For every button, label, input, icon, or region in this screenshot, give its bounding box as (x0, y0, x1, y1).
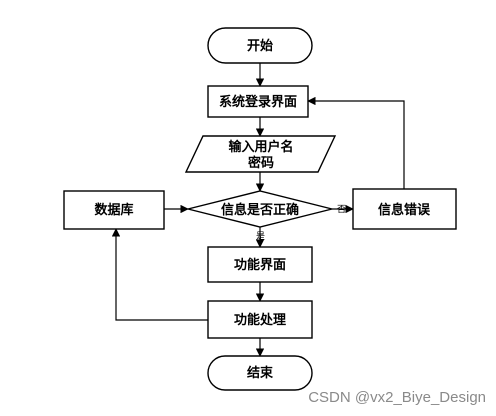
end-node: 结束 (207, 355, 313, 391)
input-node: 输入用户名 密码 (184, 135, 337, 173)
function-ui-node: 功能界面 (207, 246, 313, 283)
database-node: 数据库 (63, 190, 165, 230)
watermark-text: CSDN @vx2_Biye_Design (308, 389, 486, 406)
connectors (111, 63, 405, 357)
check-node: 信息是否正确 (187, 190, 333, 228)
error-label: 信息错误 (378, 202, 431, 218)
input-label-line2: 密码 (247, 155, 274, 171)
arrow-error-to-login (307, 96, 405, 189)
function-ui-label: 功能界面 (234, 257, 286, 273)
database-label: 数据库 (94, 202, 133, 218)
no-edge-label: 否 (337, 204, 346, 215)
error-node: 信息错误 (352, 188, 457, 230)
process-label: 功能处理 (234, 312, 286, 328)
check-label: 信息是否正确 (221, 202, 299, 218)
login-node: 系统登录界面 (207, 85, 309, 118)
end-label: 结束 (247, 365, 274, 381)
login-label: 系统登录界面 (219, 94, 297, 110)
input-label-line1: 输入用户名 (228, 139, 293, 155)
start-label: 开始 (247, 38, 273, 54)
arrow-process-to-database (111, 228, 212, 321)
process-node: 功能处理 (207, 300, 313, 339)
yes-edge-label: 是 (256, 231, 265, 242)
start-node: 开始 (207, 27, 313, 64)
